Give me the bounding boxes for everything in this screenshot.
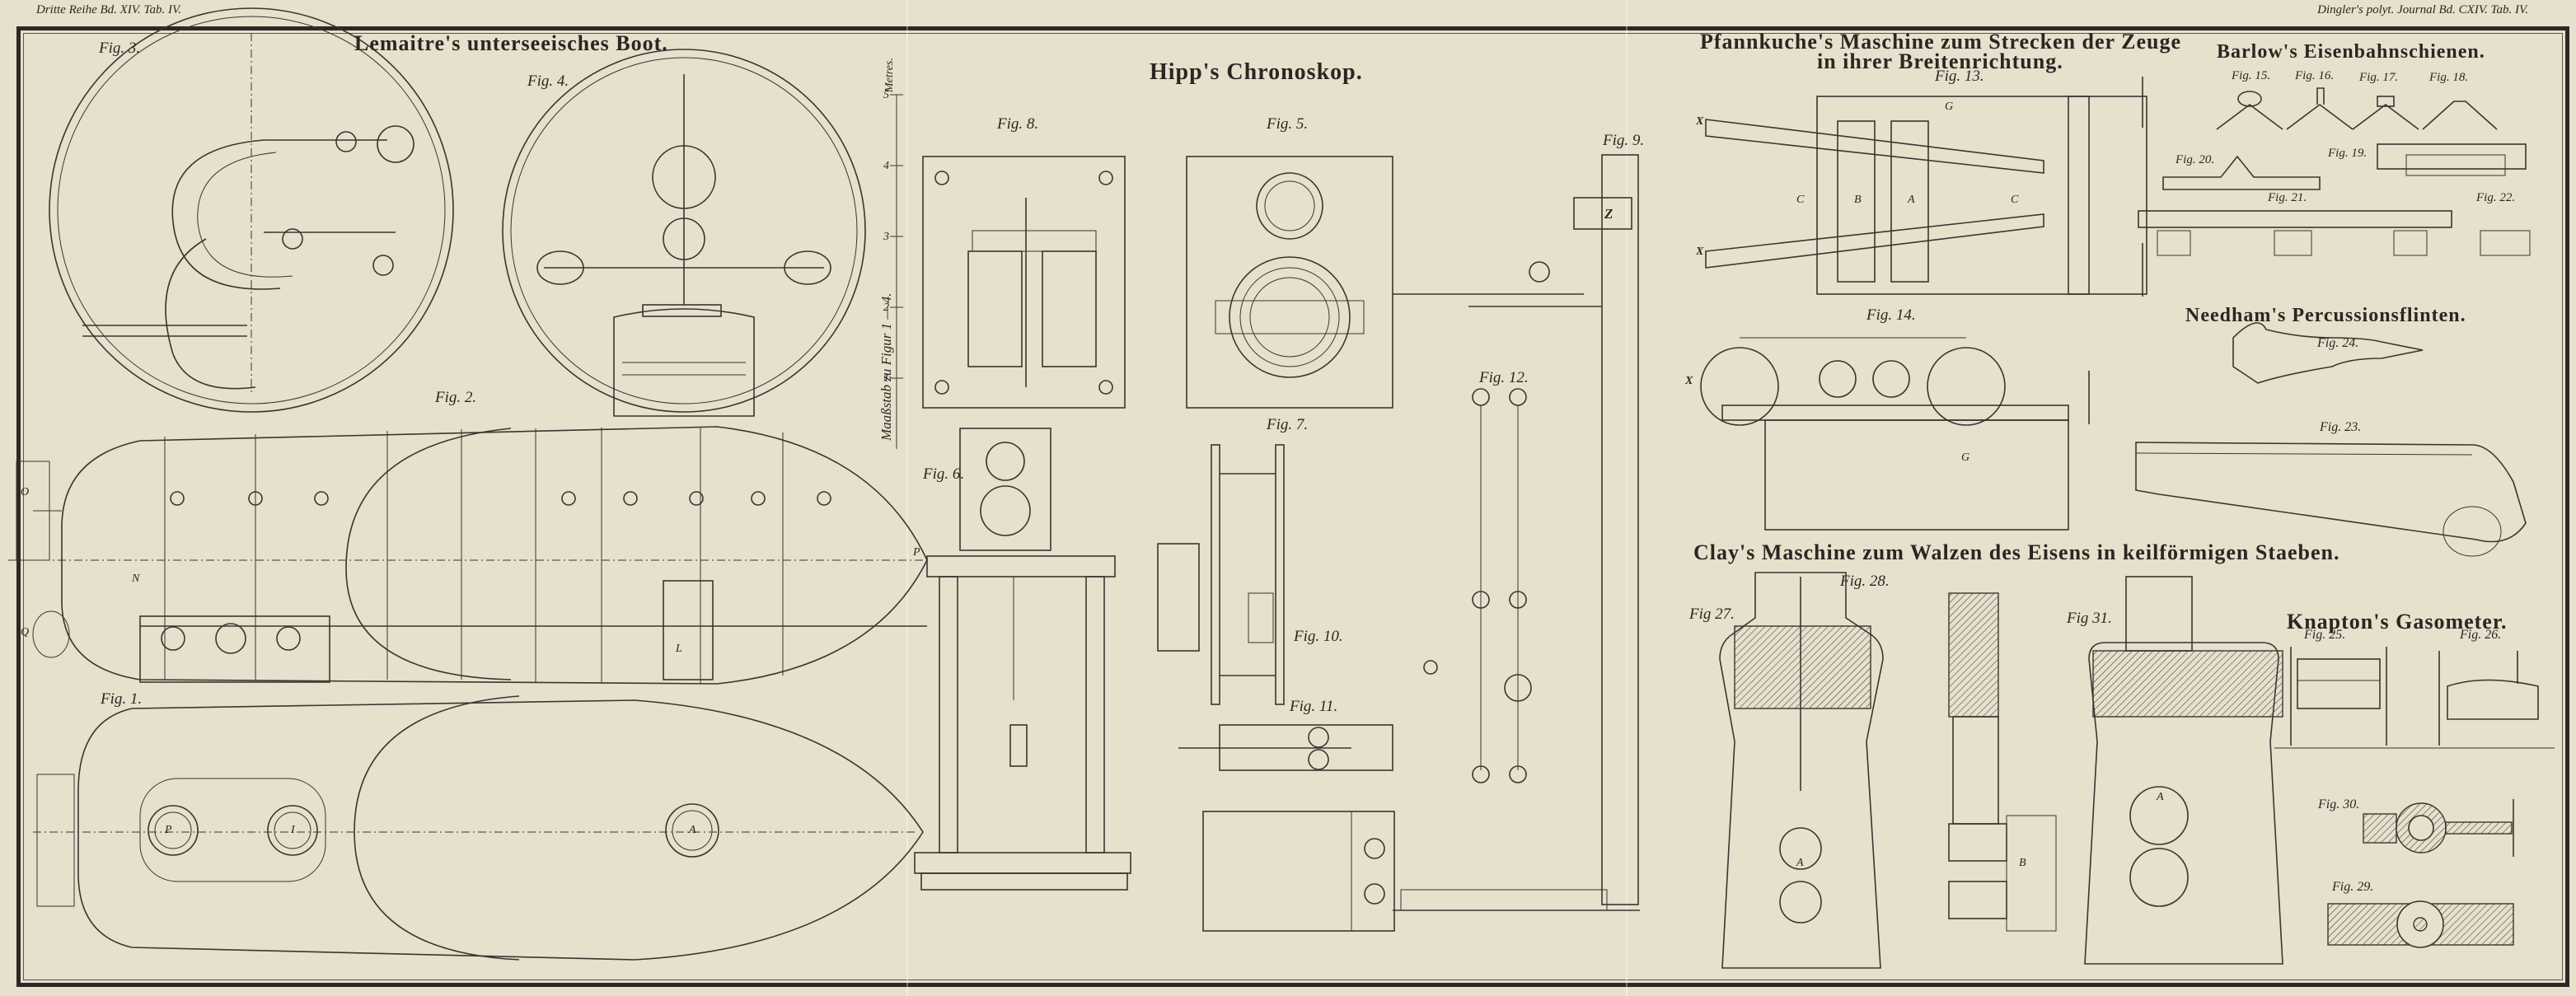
fig-label: Fig. 11. bbox=[1290, 698, 1338, 715]
part-label-g: G bbox=[1961, 451, 1970, 464]
fig-label: Fig. 22. bbox=[2476, 191, 2516, 204]
fig2-drawing bbox=[8, 426, 931, 685]
fig28-drawing bbox=[1948, 592, 2057, 932]
part-label-z: Z bbox=[1604, 206, 1614, 222]
fig29-drawing bbox=[2327, 900, 2514, 948]
fig-label: Fig. 17. bbox=[2359, 71, 2399, 84]
fig-label: Fig 31. bbox=[2067, 610, 2112, 627]
fig-label: Fig. 26. bbox=[2460, 628, 2502, 642]
part-label-b: B bbox=[1854, 194, 1862, 206]
fig-label: Fig. 28. bbox=[1840, 573, 1890, 590]
fig8-drawing bbox=[922, 156, 1126, 409]
fig7-drawing bbox=[1157, 444, 1285, 705]
title-pfannkuche-line2: in ihrer Breitenrichtung. bbox=[1817, 49, 2063, 73]
fig-label: Fig. 19. bbox=[2328, 147, 2368, 160]
part-label-b-clay: B bbox=[2019, 857, 2026, 869]
scale-tick-4: 4 bbox=[883, 160, 889, 172]
fig10-drawing bbox=[1178, 724, 1393, 771]
fig30-drawing bbox=[2363, 799, 2514, 857]
part-label-x: X bbox=[1685, 375, 1693, 387]
fig26-drawing bbox=[2438, 651, 2539, 746]
fig-label: Fig. 18. bbox=[2429, 71, 2469, 84]
fig-label: Fig. 1. bbox=[101, 690, 143, 708]
part-label-j: A bbox=[689, 824, 696, 836]
scale-tick-5: 5 bbox=[883, 89, 889, 101]
fig-label: Fig. 15. bbox=[2232, 69, 2271, 82]
part-label-o: O bbox=[21, 486, 30, 498]
part-label-h: P bbox=[913, 546, 920, 559]
fig-label: Fig. 13. bbox=[1935, 68, 1984, 85]
fig-label: Fig. 3. bbox=[99, 40, 141, 57]
title-needham: Needham's Percussionsflinten. bbox=[2185, 305, 2466, 326]
part-label-h: P bbox=[165, 824, 172, 836]
part-label-x: X bbox=[1696, 115, 1704, 128]
part-label-l: L bbox=[676, 643, 682, 655]
fold-line bbox=[906, 0, 908, 996]
fig11-drawing bbox=[1202, 811, 1395, 932]
fig4-drawing bbox=[502, 49, 866, 417]
title-knapton: Knapton's Gasometer. bbox=[2287, 610, 2508, 634]
title-barlow: Barlow's Eisenbahnschienen. bbox=[2217, 41, 2485, 63]
scale-caption: Maaßstab zu Figur 1 — 4. bbox=[878, 292, 894, 441]
fig-label: Fig. 23. bbox=[2320, 420, 2362, 434]
fig-label: Fig. 14. bbox=[1866, 306, 1916, 324]
fig1-drawing bbox=[33, 695, 924, 961]
fig3-drawing bbox=[49, 7, 454, 413]
fig-label: Fig. 5. bbox=[1267, 115, 1309, 133]
title-lemaitre: Lemaitre's unterseeisches Boot. bbox=[354, 31, 668, 55]
part-label-n: N bbox=[132, 573, 140, 585]
scale-tick-1: 1 bbox=[883, 372, 889, 385]
fig14-drawing bbox=[1700, 337, 2090, 531]
part-label-a-clay: A bbox=[1796, 857, 1804, 869]
scale-tick-3: 3 bbox=[883, 231, 889, 243]
plate-header-right: Dingler's polyt. Journal Bd. CXIV. Tab. … bbox=[2317, 3, 2528, 16]
fig-label: Fig. 24. bbox=[2317, 336, 2359, 350]
title-clay: Clay's Maschine zum Walzen des Eisens in… bbox=[1693, 540, 2340, 564]
fig-label: Fig. 4. bbox=[527, 72, 569, 90]
part-label-q: Q bbox=[21, 626, 30, 638]
fig23-drawing bbox=[2135, 442, 2527, 557]
fig-label: Fig. 7. bbox=[1267, 416, 1309, 433]
part-label-x: X bbox=[1696, 245, 1704, 258]
title-pfannkuche-line1: Pfannkuche's Maschine zum Strecken der Z… bbox=[1700, 30, 2181, 54]
fig-label: Fig. 25. bbox=[2304, 628, 2346, 642]
fig13-drawing bbox=[1705, 77, 2147, 297]
fold-line bbox=[1626, 0, 1628, 996]
scale-bar bbox=[890, 94, 903, 449]
fig25-drawing bbox=[2274, 647, 2555, 749]
plate-header-left: Dritte Reihe Bd. XIV. Tab. IV. bbox=[36, 3, 181, 16]
barlow-drawings bbox=[2138, 87, 2531, 256]
fig-label: Fig 27. bbox=[1689, 606, 1735, 623]
part-label-a-clay: A bbox=[2157, 791, 2164, 803]
fig-label: Fig. 29. bbox=[2332, 880, 2374, 894]
part-label-a: A bbox=[1908, 194, 1915, 206]
fig5-drawing bbox=[1186, 156, 1393, 409]
fig-label: Fig. 16. bbox=[2295, 69, 2335, 82]
fig27-drawing bbox=[1719, 572, 1884, 969]
part-label-c: C bbox=[1796, 194, 1805, 206]
fig12-drawing bbox=[1423, 388, 1532, 783]
fig31-drawing bbox=[2084, 576, 2283, 965]
part-label-c: C bbox=[2011, 194, 2019, 206]
scale-unit: Metres. bbox=[883, 58, 896, 92]
fig-label: Fig. 30. bbox=[2318, 797, 2360, 811]
fig-label: Fig. 20. bbox=[2176, 153, 2215, 166]
plate-frame bbox=[16, 26, 2569, 987]
fig24-drawing bbox=[2232, 322, 2424, 384]
fig-label: Fig. 9. bbox=[1603, 132, 1645, 149]
fig-label: Fig. 6. bbox=[923, 465, 965, 483]
fig-label: Fig. 8. bbox=[997, 115, 1039, 133]
fig6-drawing bbox=[914, 428, 1131, 891]
part-label-i: I bbox=[291, 824, 295, 836]
fig-label: Fig. 2. bbox=[435, 389, 477, 406]
title-hipp: Hipp's Chronoskop. bbox=[1150, 59, 1363, 85]
part-label-g: G bbox=[1945, 101, 1954, 113]
fig-label: Fig. 12. bbox=[1479, 369, 1529, 386]
scale-tick-2: 2 bbox=[883, 302, 889, 314]
fig-label: Fig. 21. bbox=[2268, 191, 2307, 204]
fig-label: Fig. 10. bbox=[1294, 628, 1343, 645]
fig9-drawing bbox=[1393, 154, 1640, 911]
